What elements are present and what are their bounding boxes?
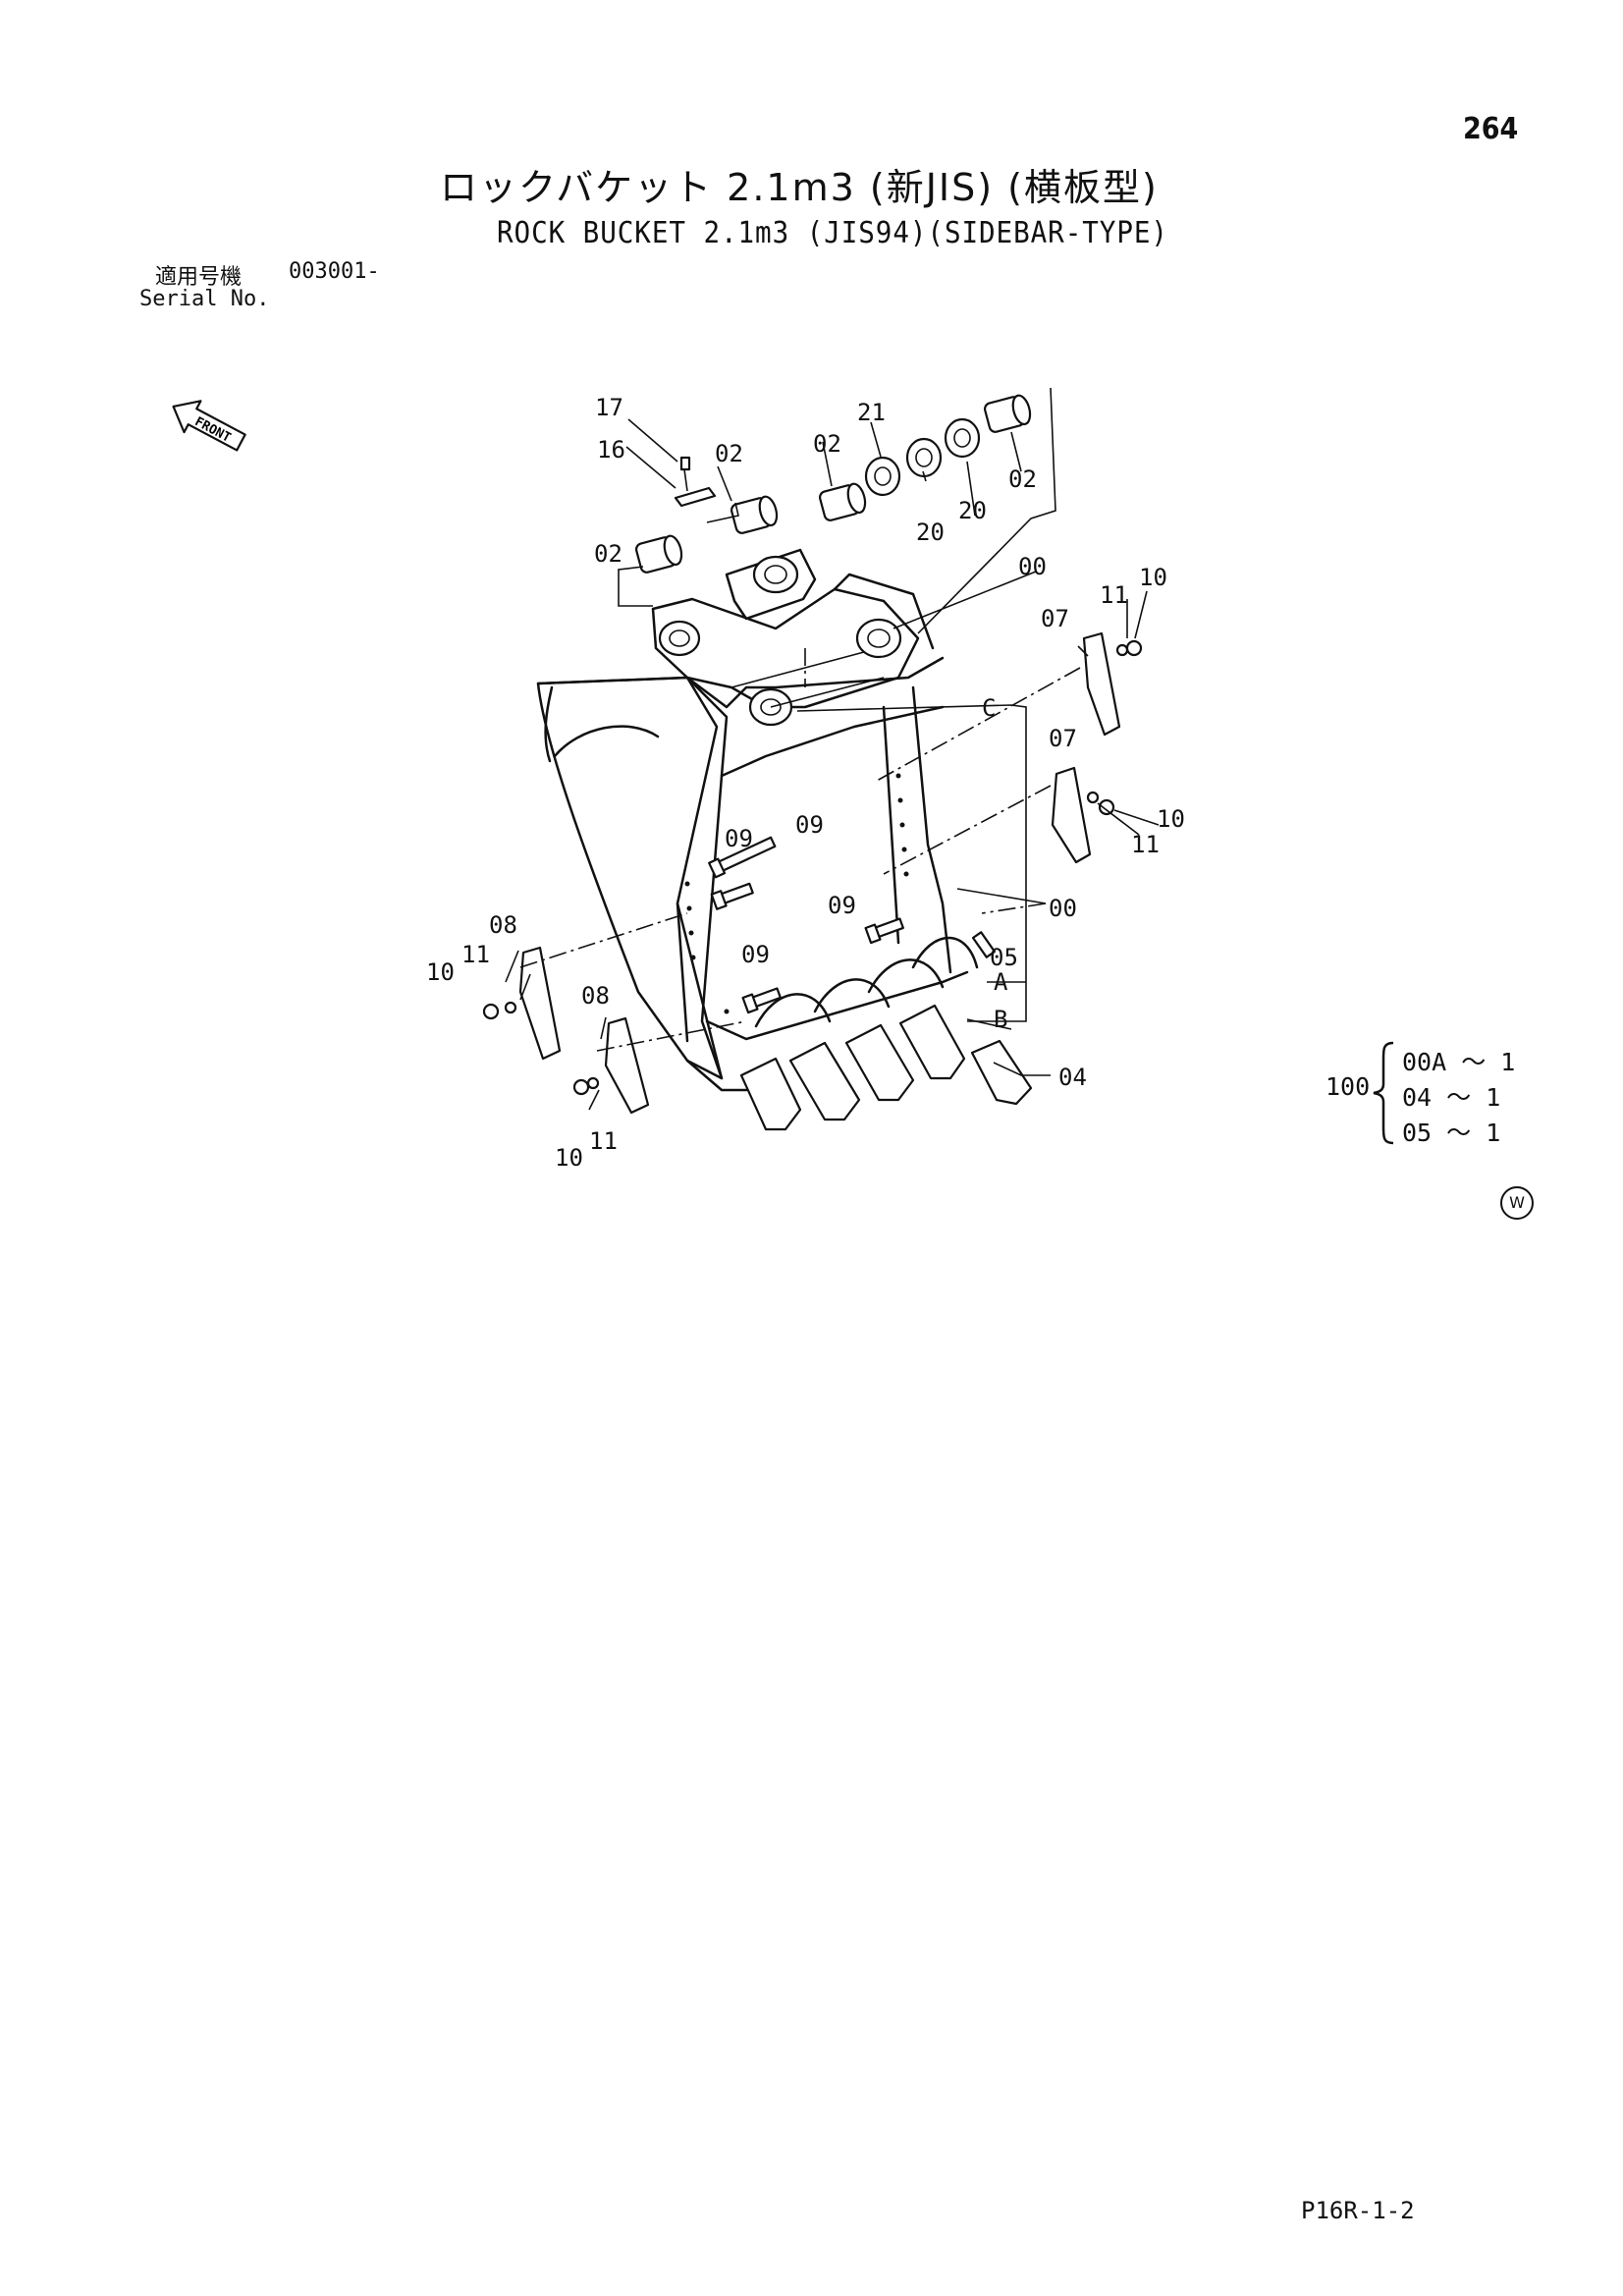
callout-label: A <box>994 968 1008 996</box>
callout-label: 08 <box>489 911 517 939</box>
callout-label: 00 <box>1049 895 1077 922</box>
kit-item: 04 ～ 1 <box>1402 1083 1501 1112</box>
callout-label: 07 <box>1041 605 1069 632</box>
callout-label: 20 <box>958 497 987 524</box>
page-title-english: ROCK BUCKET 2.1m3 (JIS94)(SIDEBAR-TYPE) <box>497 216 1168 250</box>
bucket-body <box>536 548 969 1092</box>
callout-label: C <box>982 694 996 722</box>
callout-label: 02 <box>1008 465 1037 493</box>
callout-label: 00 <box>1018 553 1047 580</box>
callout-label: 20 <box>916 519 945 546</box>
callout-label: 11 <box>1131 831 1160 858</box>
callout-label: 11 <box>1100 581 1128 609</box>
callout-label: 10 <box>1157 805 1185 833</box>
serial-label-english: Serial No. <box>139 287 270 311</box>
callout-label: 11 <box>589 1127 618 1155</box>
callout-label: 02 <box>813 430 841 458</box>
callout-label: 10 <box>555 1144 583 1172</box>
callout-label: 09 <box>725 825 753 852</box>
serial-label-japanese: 適用号機 <box>155 265 243 290</box>
hardware <box>482 394 1143 1096</box>
callout-label: 16 <box>597 436 625 464</box>
kit-item: 05 ～ 1 <box>1402 1119 1501 1147</box>
kit-item: 00A ～ 1 <box>1402 1048 1516 1076</box>
page-title-japanese: ロックバケット 2.1m3 (新JIS) (横板型) <box>440 166 1159 209</box>
callout-label: 04 <box>1058 1064 1087 1091</box>
callout-label: 09 <box>795 811 824 839</box>
bucket-teeth <box>739 936 1033 1131</box>
callout-label: 10 <box>426 958 455 986</box>
callout-label: 17 <box>595 394 623 421</box>
callout-label: 05 <box>990 944 1018 971</box>
callout-label: 08 <box>581 982 610 1010</box>
callout-label: 11 <box>461 941 490 968</box>
callout-label: B <box>994 1006 1007 1033</box>
callout-label: 09 <box>741 941 770 968</box>
callout-label: 09 <box>828 892 856 919</box>
callout-label: 21 <box>857 399 886 426</box>
circled-w-mark: W <box>1500 1186 1534 1220</box>
callout-label: 10 <box>1139 564 1167 591</box>
serial-number-value: 003001- <box>289 259 380 284</box>
kit-brace <box>1373 1041 1394 1145</box>
kit-number: 100 <box>1325 1072 1371 1101</box>
leader-lines <box>505 387 1160 1111</box>
callout-label: 07 <box>1049 725 1077 752</box>
footer-page-code: P16R-1-2 <box>1301 2197 1415 2224</box>
callout-label: 02 <box>715 440 743 467</box>
side-plates <box>518 631 1121 1115</box>
page-number: 264 <box>1463 112 1519 146</box>
callout-labels: 17 16 02 02 21 02 20 20 02 02 00 11 10 0… <box>426 394 1185 1172</box>
callout-label: 02 <box>594 540 622 568</box>
front-arrow-icon: FRONT <box>172 400 246 452</box>
